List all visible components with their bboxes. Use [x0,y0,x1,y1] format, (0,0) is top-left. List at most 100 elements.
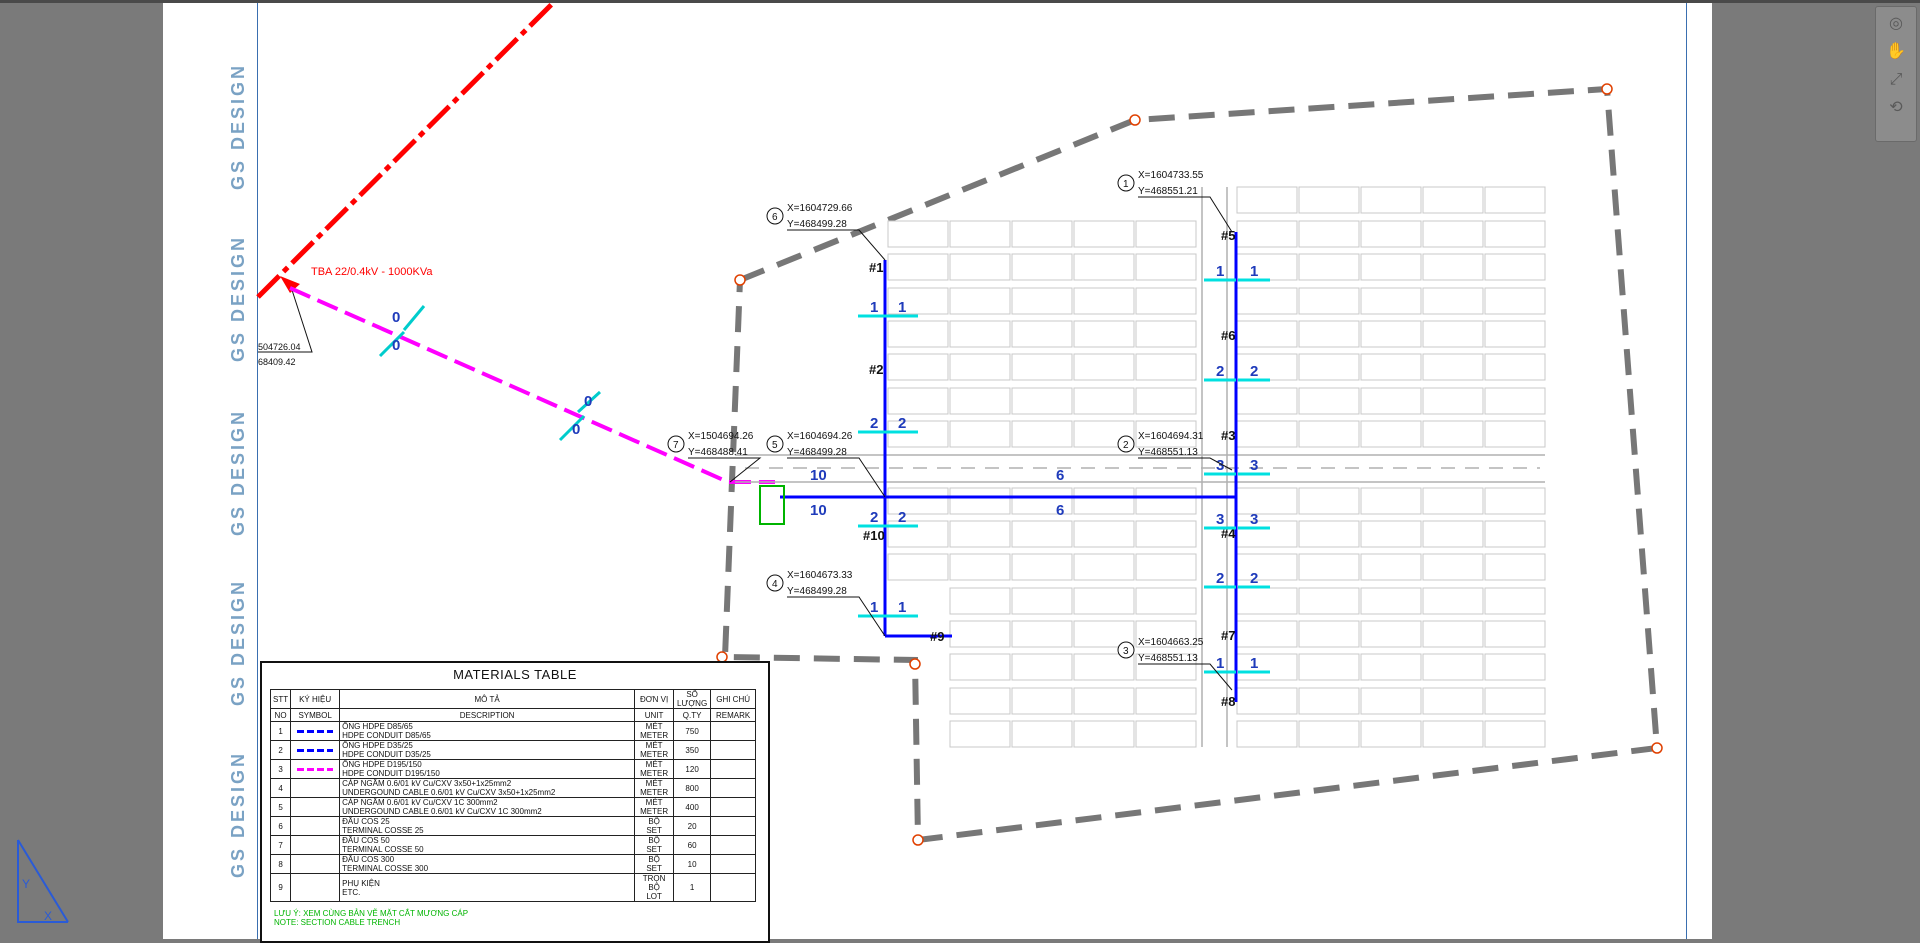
row-no: 7 [269,835,292,855]
solar-panel [1073,653,1135,681]
solar-panel [1236,253,1298,281]
orbit-icon[interactable]: ⟲ [1889,99,1903,116]
solar-panel [1135,387,1197,415]
cable-count-tag: 1 [870,299,878,316]
solar-panel [1073,287,1135,315]
cable-count-tag: 1 [1250,655,1258,672]
solar-panel [1298,653,1360,681]
svg-text:#9: #9 [930,629,944,644]
callout-x: X=1604694.31 [1138,431,1204,442]
svg-text:X: X [44,909,52,923]
callout-y: Y=468499.28 [787,586,847,597]
row-no: 2 [269,740,292,760]
solar-panel [1484,720,1546,748]
solar-panel [949,420,1011,448]
pan-icon[interactable]: ✋ [1886,43,1906,60]
solar-panel [1484,487,1546,515]
callout-leader [1138,663,1233,691]
solar-panel [1135,553,1197,581]
blue-conduits [780,232,1238,702]
ucs-icon: Y X [17,839,69,923]
callout-marker [1117,435,1135,453]
solar-panel [949,287,1011,315]
row-remark [710,873,757,902]
solar-panel [1360,553,1422,581]
navigation-bar[interactable]: ◎ ✋ ⤢ ⟲ [1875,6,1917,142]
solar-panel [1484,353,1546,381]
solar-panel [887,487,949,515]
solar-panel [1236,487,1298,515]
solar-panel [1011,687,1073,715]
solar-panel [1484,253,1546,281]
solar-panel [1360,287,1422,315]
solar-panel [1298,353,1360,381]
solar-panel [887,387,949,415]
solar-panel [1135,587,1197,615]
solar-panel [1422,553,1484,581]
callout-leader [688,457,762,483]
callout-marker [766,435,784,453]
solar-panel [1236,387,1298,415]
row-symbol [290,835,341,855]
solar-panel [1135,420,1197,448]
row-remark [710,759,757,779]
solar-panel [1360,487,1422,515]
solar-panel [1236,720,1298,748]
svg-text:#5: #5 [1221,228,1235,243]
solar-panel [1073,353,1135,381]
solar-panel [1073,587,1135,615]
solar-panel [1236,520,1298,548]
callout-x: X=1604673.33 [787,570,853,581]
callout-x: X=1604733.55 [1138,170,1204,181]
callout-y: Y=468551.21 [1138,186,1198,197]
callout-number: 2 [1123,440,1129,451]
note-vi: LƯU Ý: XEM CÙNG BẢN VẼ MẶT CẮT MƯƠNG CÁP [274,909,469,918]
solar-panel [887,220,949,248]
solar-panel [1298,253,1360,281]
symbol-line [297,886,333,889]
solar-panel [1484,620,1546,648]
cable-count-tag: 0 [392,309,400,326]
solar-panel [1011,587,1073,615]
svg-text:#8: #8 [1221,694,1235,709]
steering-wheel-icon[interactable]: ◎ [1889,15,1903,32]
header-cell: NO [269,708,292,722]
callout-leader [1138,196,1233,233]
solar-panel [1236,420,1298,448]
solar-panel [1484,687,1546,715]
solar-panel [1484,653,1546,681]
solar-panel [887,320,949,348]
svg-text:#3: #3 [1221,428,1235,443]
callout-y: Y=468499.28 [787,219,847,230]
solar-panel [1073,220,1135,248]
solar-panel [1135,653,1197,681]
solar-panel [1236,620,1298,648]
zoom-extents-icon[interactable]: ⤢ [1889,71,1903,88]
solar-panel [887,253,949,281]
solar-panel [1236,220,1298,248]
solar-panel [1236,353,1298,381]
solar-panel [949,687,1011,715]
solar-panel [1298,487,1360,515]
row-qty: 10 [673,854,712,874]
row-symbol [290,854,341,874]
solar-panel [1360,687,1422,715]
svg-text:#1: #1 [869,260,883,275]
callout-number: 1 [1123,179,1129,190]
row-qty: 60 [673,835,712,855]
row-no: 4 [269,778,292,798]
cable-count-tag: 0 [572,421,580,438]
solar-panel [1236,587,1298,615]
solar-panel [949,320,1011,348]
cable-count-tag: 1 [870,599,878,616]
solar-panel [1011,320,1073,348]
solar-panel [949,587,1011,615]
solar-panel [1484,420,1546,448]
solar-panel [887,420,949,448]
solar-panel [1135,253,1197,281]
coordinate-callouts: 1X=1604733.55Y=468551.212X=1604694.31Y=4… [667,170,1233,691]
solar-panel [1360,253,1422,281]
cable-count-tag: 2 [898,415,906,432]
